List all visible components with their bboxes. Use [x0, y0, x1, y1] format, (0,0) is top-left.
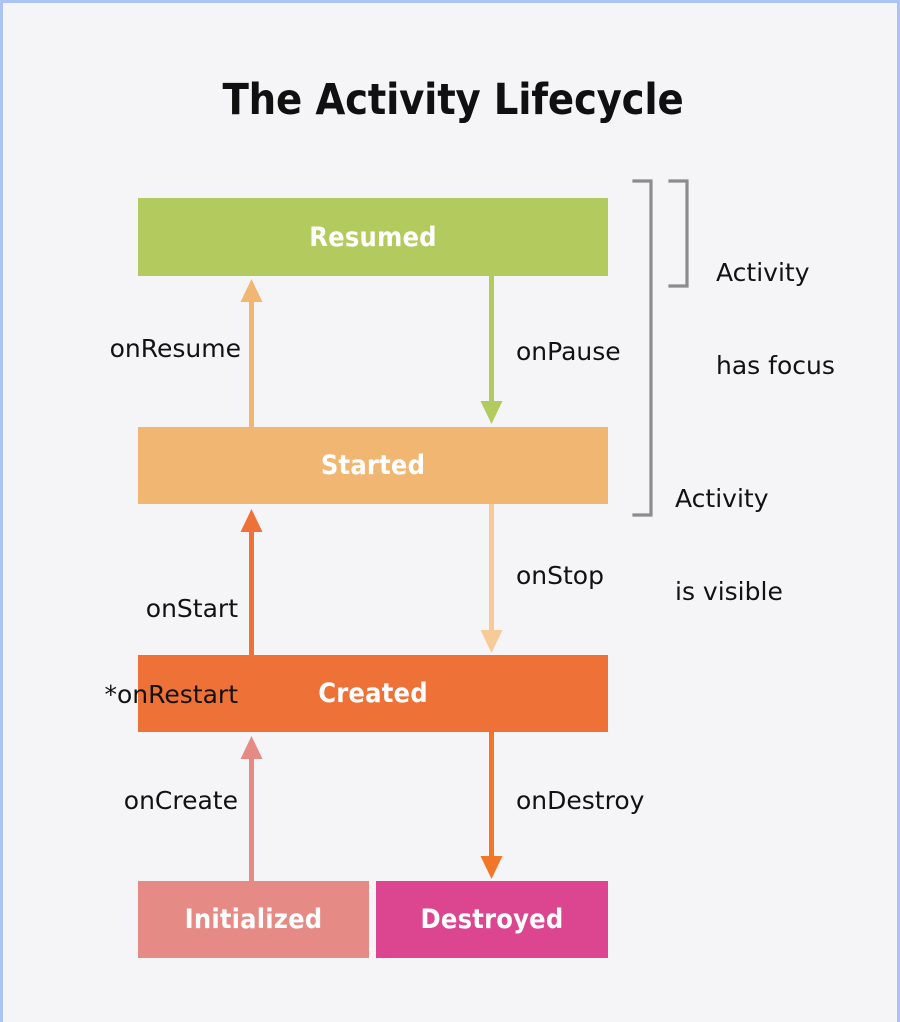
transition-label-onresume: onResume — [109, 334, 241, 363]
transition-label-oncreate: onCreate — [123, 786, 238, 815]
state-box-started[interactable]: Started — [138, 427, 608, 504]
annotation-is-visible-line2: is visible — [675, 577, 783, 606]
page-title: The Activity Lifecycle — [222, 75, 684, 125]
transition-label-ondestroy: onDestroy — [516, 786, 645, 815]
state-box-resumed[interactable]: Resumed — [138, 198, 608, 276]
transition-label-onstop: onStop — [516, 561, 604, 590]
state-box-created[interactable]: Created — [138, 655, 608, 732]
arrow-onstop — [480, 504, 503, 653]
transition-label-onpause: onPause — [516, 337, 621, 366]
state-label-created: Created — [318, 678, 428, 709]
annotation-label-is-visible: Activity is visible — [675, 421, 865, 669]
state-box-destroyed[interactable]: Destroyed — [376, 881, 608, 958]
annotation-is-visible-line1: Activity — [675, 484, 769, 513]
state-label-initialized: Initialized — [184, 904, 323, 935]
transition-label-onstart: onStart *onRestart — [38, 538, 239, 766]
arrow-onresume — [240, 279, 263, 427]
annotation-has-focus-line1: Activity — [716, 258, 810, 287]
state-label-resumed: Resumed — [309, 221, 437, 253]
state-label-started: Started — [320, 450, 426, 481]
state-box-initialized[interactable]: Initialized — [138, 881, 369, 958]
annotation-has-focus-line2: has focus — [716, 351, 835, 380]
arrow-onstart — [240, 509, 263, 655]
bracket-has-focus — [668, 179, 689, 288]
arrow-ondestroy — [480, 732, 503, 879]
arrow-oncreate — [240, 736, 263, 881]
arrow-onpause — [480, 276, 503, 424]
diagram-canvas — [240, 179, 689, 881]
annotation-label-has-focus: Activity has focus — [716, 195, 896, 443]
transition-label-onstart-line2: *onRestart — [104, 679, 239, 709]
transition-label-onstart-line1: onStart — [145, 594, 238, 623]
state-label-destroyed: Destroyed — [420, 904, 564, 935]
bracket-is-visible — [632, 179, 653, 517]
